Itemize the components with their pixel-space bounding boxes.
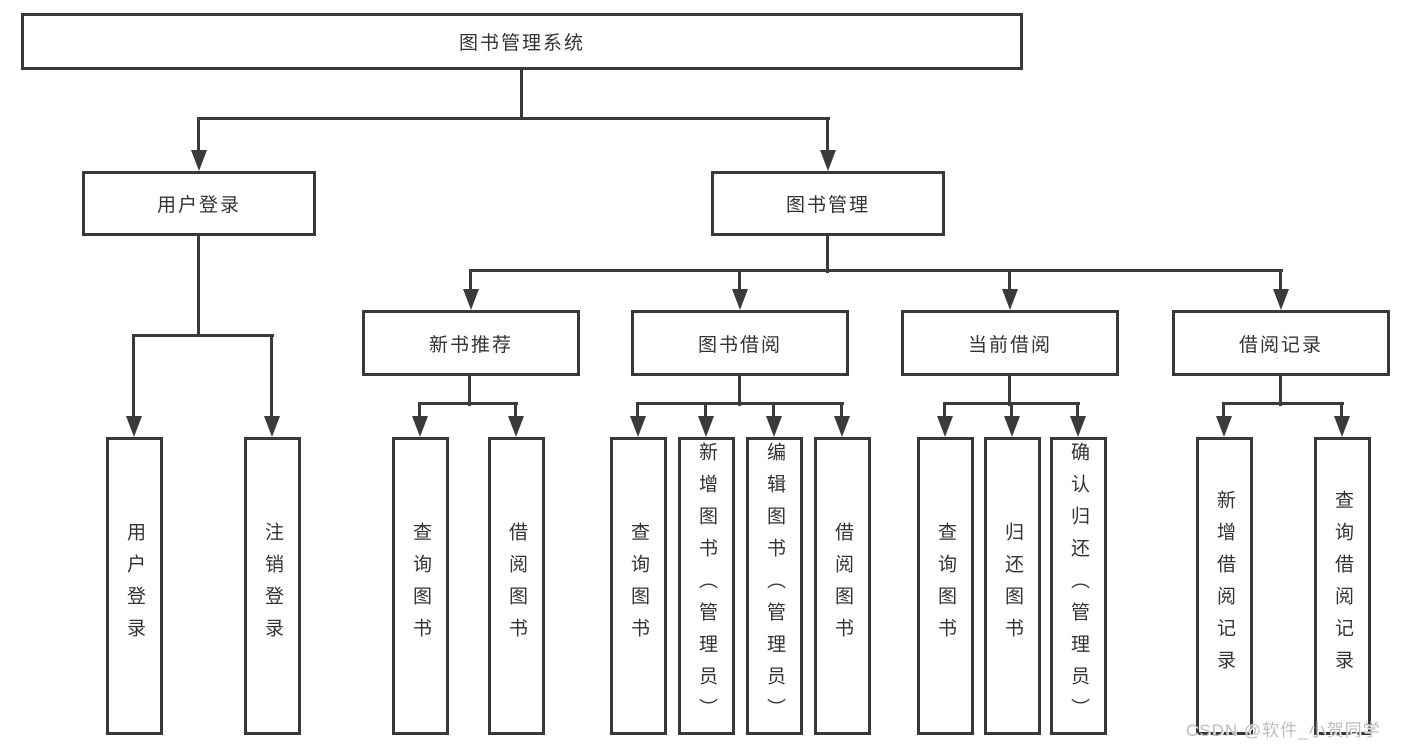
- connector-book-management-rail: [469, 269, 1283, 272]
- arrow-to-leaf-query-book-2: [630, 416, 646, 437]
- leaf-logout-login-label: 注销登录: [262, 522, 283, 650]
- arrow-to-leaf-add-borrow-record: [1216, 416, 1232, 437]
- leaf-add-book-admin: 新增图书（管理员）: [678, 437, 735, 735]
- leaf-add-book-admin-label: 新增图书（管理员）: [696, 442, 717, 730]
- arrow-to-leaf-return-book: [1004, 416, 1020, 437]
- leaf-query-book-2-label: 查询图书: [628, 522, 649, 650]
- arrow-to-book-management: [820, 150, 836, 171]
- connector-to-leaf-return-book: [1010, 402, 1013, 418]
- connector-to-user-login: [197, 117, 200, 153]
- arrow-to-leaf-add-book: [698, 416, 714, 437]
- connector-current-borrow-stem: [1008, 376, 1011, 406]
- connector-book-borrow-stem: [738, 376, 741, 406]
- leaf-query-borrow-record-label: 查询借阅记录: [1332, 490, 1353, 682]
- connector-to-leaf-user-login: [132, 334, 135, 418]
- leaf-query-book-3: 查询图书: [917, 437, 974, 735]
- leaf-edit-book-admin-label: 编辑图书（管理员）: [764, 442, 785, 730]
- leaf-add-borrow-record: 新增借阅记录: [1196, 437, 1253, 735]
- leaf-confirm-return-admin: 确认归还（管理员）: [1050, 437, 1107, 735]
- arrow-to-leaf-logout: [264, 416, 280, 437]
- connector-new-book-recommend-rail: [418, 402, 518, 405]
- connector-to-leaf-query-book-1: [418, 402, 421, 418]
- connector-borrow-records-rail: [1222, 402, 1344, 405]
- node-book-borrow: 图书借阅: [631, 310, 849, 376]
- connector-book-management-stem: [826, 236, 829, 273]
- leaf-return-book: 归还图书: [984, 437, 1041, 735]
- node-book-management-label: 图书管理: [785, 195, 870, 216]
- arrow-to-leaf-user-login: [126, 416, 142, 437]
- leaf-borrow-book-1-label: 借阅图书: [506, 522, 527, 650]
- arrow-to-borrow-records: [1273, 289, 1289, 310]
- connector-to-book-borrow: [738, 269, 741, 291]
- node-new-book-recommend: 新书推荐: [362, 310, 580, 376]
- node-borrow-records: 借阅记录: [1172, 310, 1390, 376]
- connector-to-leaf-add-book: [704, 402, 707, 418]
- connector-to-leaf-borrow-book-1: [514, 402, 517, 418]
- arrow-to-leaf-query-book-1: [412, 416, 428, 437]
- leaf-confirm-return-admin-label: 确认归还（管理员）: [1068, 442, 1089, 730]
- arrow-to-new-book-recommend: [463, 289, 479, 310]
- connector-to-leaf-confirm-return: [1076, 402, 1079, 418]
- node-root-label: 图书管理系统: [458, 33, 585, 54]
- connector-to-leaf-add-borrow-record: [1222, 402, 1225, 418]
- connector-borrow-records-stem: [1279, 376, 1282, 406]
- connector-to-current-borrow: [1008, 269, 1011, 291]
- leaf-borrow-book-1: 借阅图书: [488, 437, 545, 735]
- connector-user-login-rail: [132, 334, 274, 337]
- connector-new-book-recommend-stem: [468, 376, 471, 406]
- leaf-add-borrow-record-label: 新增借阅记录: [1214, 490, 1235, 682]
- connector-to-leaf-query-borrow-record: [1340, 402, 1343, 418]
- connector-user-login-stem: [197, 236, 200, 336]
- arrow-to-leaf-confirm-return: [1070, 416, 1086, 437]
- node-book-management: 图书管理: [711, 171, 945, 236]
- node-current-borrow-label: 当前借阅: [967, 334, 1052, 356]
- connector-to-leaf-query-book-3: [943, 402, 946, 418]
- leaf-borrow-book-2: 借阅图书: [814, 437, 871, 735]
- leaf-query-borrow-record: 查询借阅记录: [1314, 437, 1371, 735]
- arrow-to-leaf-borrow-book-2: [834, 416, 850, 437]
- node-root: 图书管理系统: [21, 13, 1023, 70]
- leaf-edit-book-admin: 编辑图书（管理员）: [746, 437, 803, 735]
- connector-to-leaf-logout: [270, 334, 273, 418]
- arrow-to-leaf-query-book-3: [937, 416, 953, 437]
- csdn-watermark: CSDN @软件_小贺同学: [1186, 721, 1381, 740]
- connector-book-borrow-rail: [636, 402, 844, 405]
- arrow-to-book-borrow: [732, 289, 748, 310]
- leaf-return-book-label: 归还图书: [1002, 522, 1023, 650]
- leaf-query-book-1-label: 查询图书: [410, 522, 431, 650]
- leaf-query-book-1: 查询图书: [392, 437, 449, 735]
- connector-to-leaf-borrow-book-2: [840, 402, 843, 418]
- arrow-to-current-borrow: [1002, 289, 1018, 310]
- node-new-book-recommend-label: 新书推荐: [428, 334, 513, 356]
- leaf-query-book-3-label: 查询图书: [935, 522, 956, 650]
- arrow-to-leaf-query-borrow-record: [1334, 416, 1350, 437]
- leaf-logout-login: 注销登录: [244, 437, 301, 735]
- leaf-user-login-label: 用户登录: [124, 522, 145, 650]
- connector-root-rail: [197, 117, 830, 120]
- arrow-to-user-login: [191, 150, 207, 171]
- arrow-to-leaf-edit-book: [766, 416, 782, 437]
- connector-to-leaf-edit-book: [772, 402, 775, 418]
- connector-to-leaf-query-book-2: [636, 402, 639, 418]
- arrow-to-leaf-borrow-book-1: [508, 416, 524, 437]
- connector-to-new-book-recommend: [469, 269, 472, 291]
- node-book-borrow-label: 图书借阅: [697, 334, 782, 356]
- connector-root-stem: [520, 70, 523, 119]
- node-user-login-label: 用户登录: [156, 195, 241, 216]
- leaf-user-login: 用户登录: [106, 437, 163, 735]
- connector-to-borrow-records: [1279, 269, 1282, 291]
- connector-to-book-management: [826, 117, 829, 153]
- node-current-borrow: 当前借阅: [901, 310, 1119, 376]
- node-user-login: 用户登录: [82, 171, 316, 236]
- leaf-query-book-2: 查询图书: [610, 437, 667, 735]
- leaf-borrow-book-2-label: 借阅图书: [832, 522, 853, 650]
- node-borrow-records-label: 借阅记录: [1238, 334, 1323, 356]
